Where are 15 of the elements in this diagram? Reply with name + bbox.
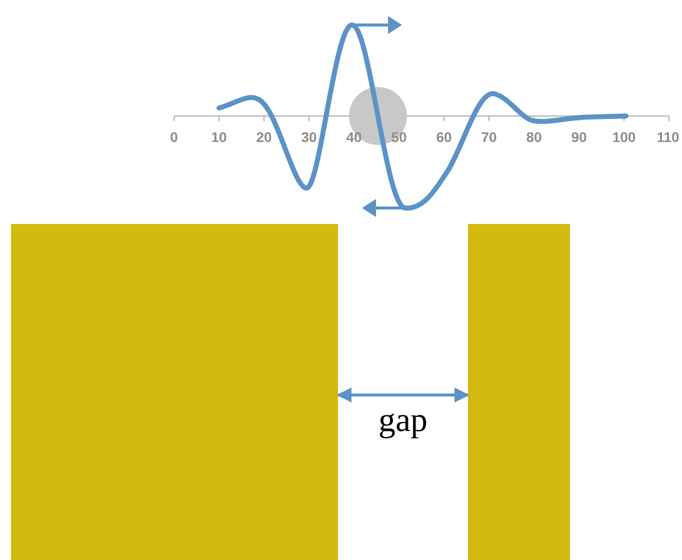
tick-label: 80 [526, 130, 542, 144]
block [11, 224, 338, 560]
tick-label: 70 [481, 130, 497, 144]
tick-label: 90 [571, 130, 587, 144]
tick-label: 100 [612, 130, 636, 144]
tick-label: 60 [436, 130, 452, 144]
tick-label: 0 [170, 130, 178, 144]
tick-label: 10 [211, 130, 227, 144]
tick-label: 30 [301, 130, 317, 144]
tick-label: 110 [656, 130, 680, 144]
tick-label: 50 [391, 130, 407, 144]
block [468, 224, 570, 560]
tick-label: 20 [256, 130, 272, 144]
tick-label: 40 [346, 130, 362, 144]
double-arrow [336, 388, 470, 402]
